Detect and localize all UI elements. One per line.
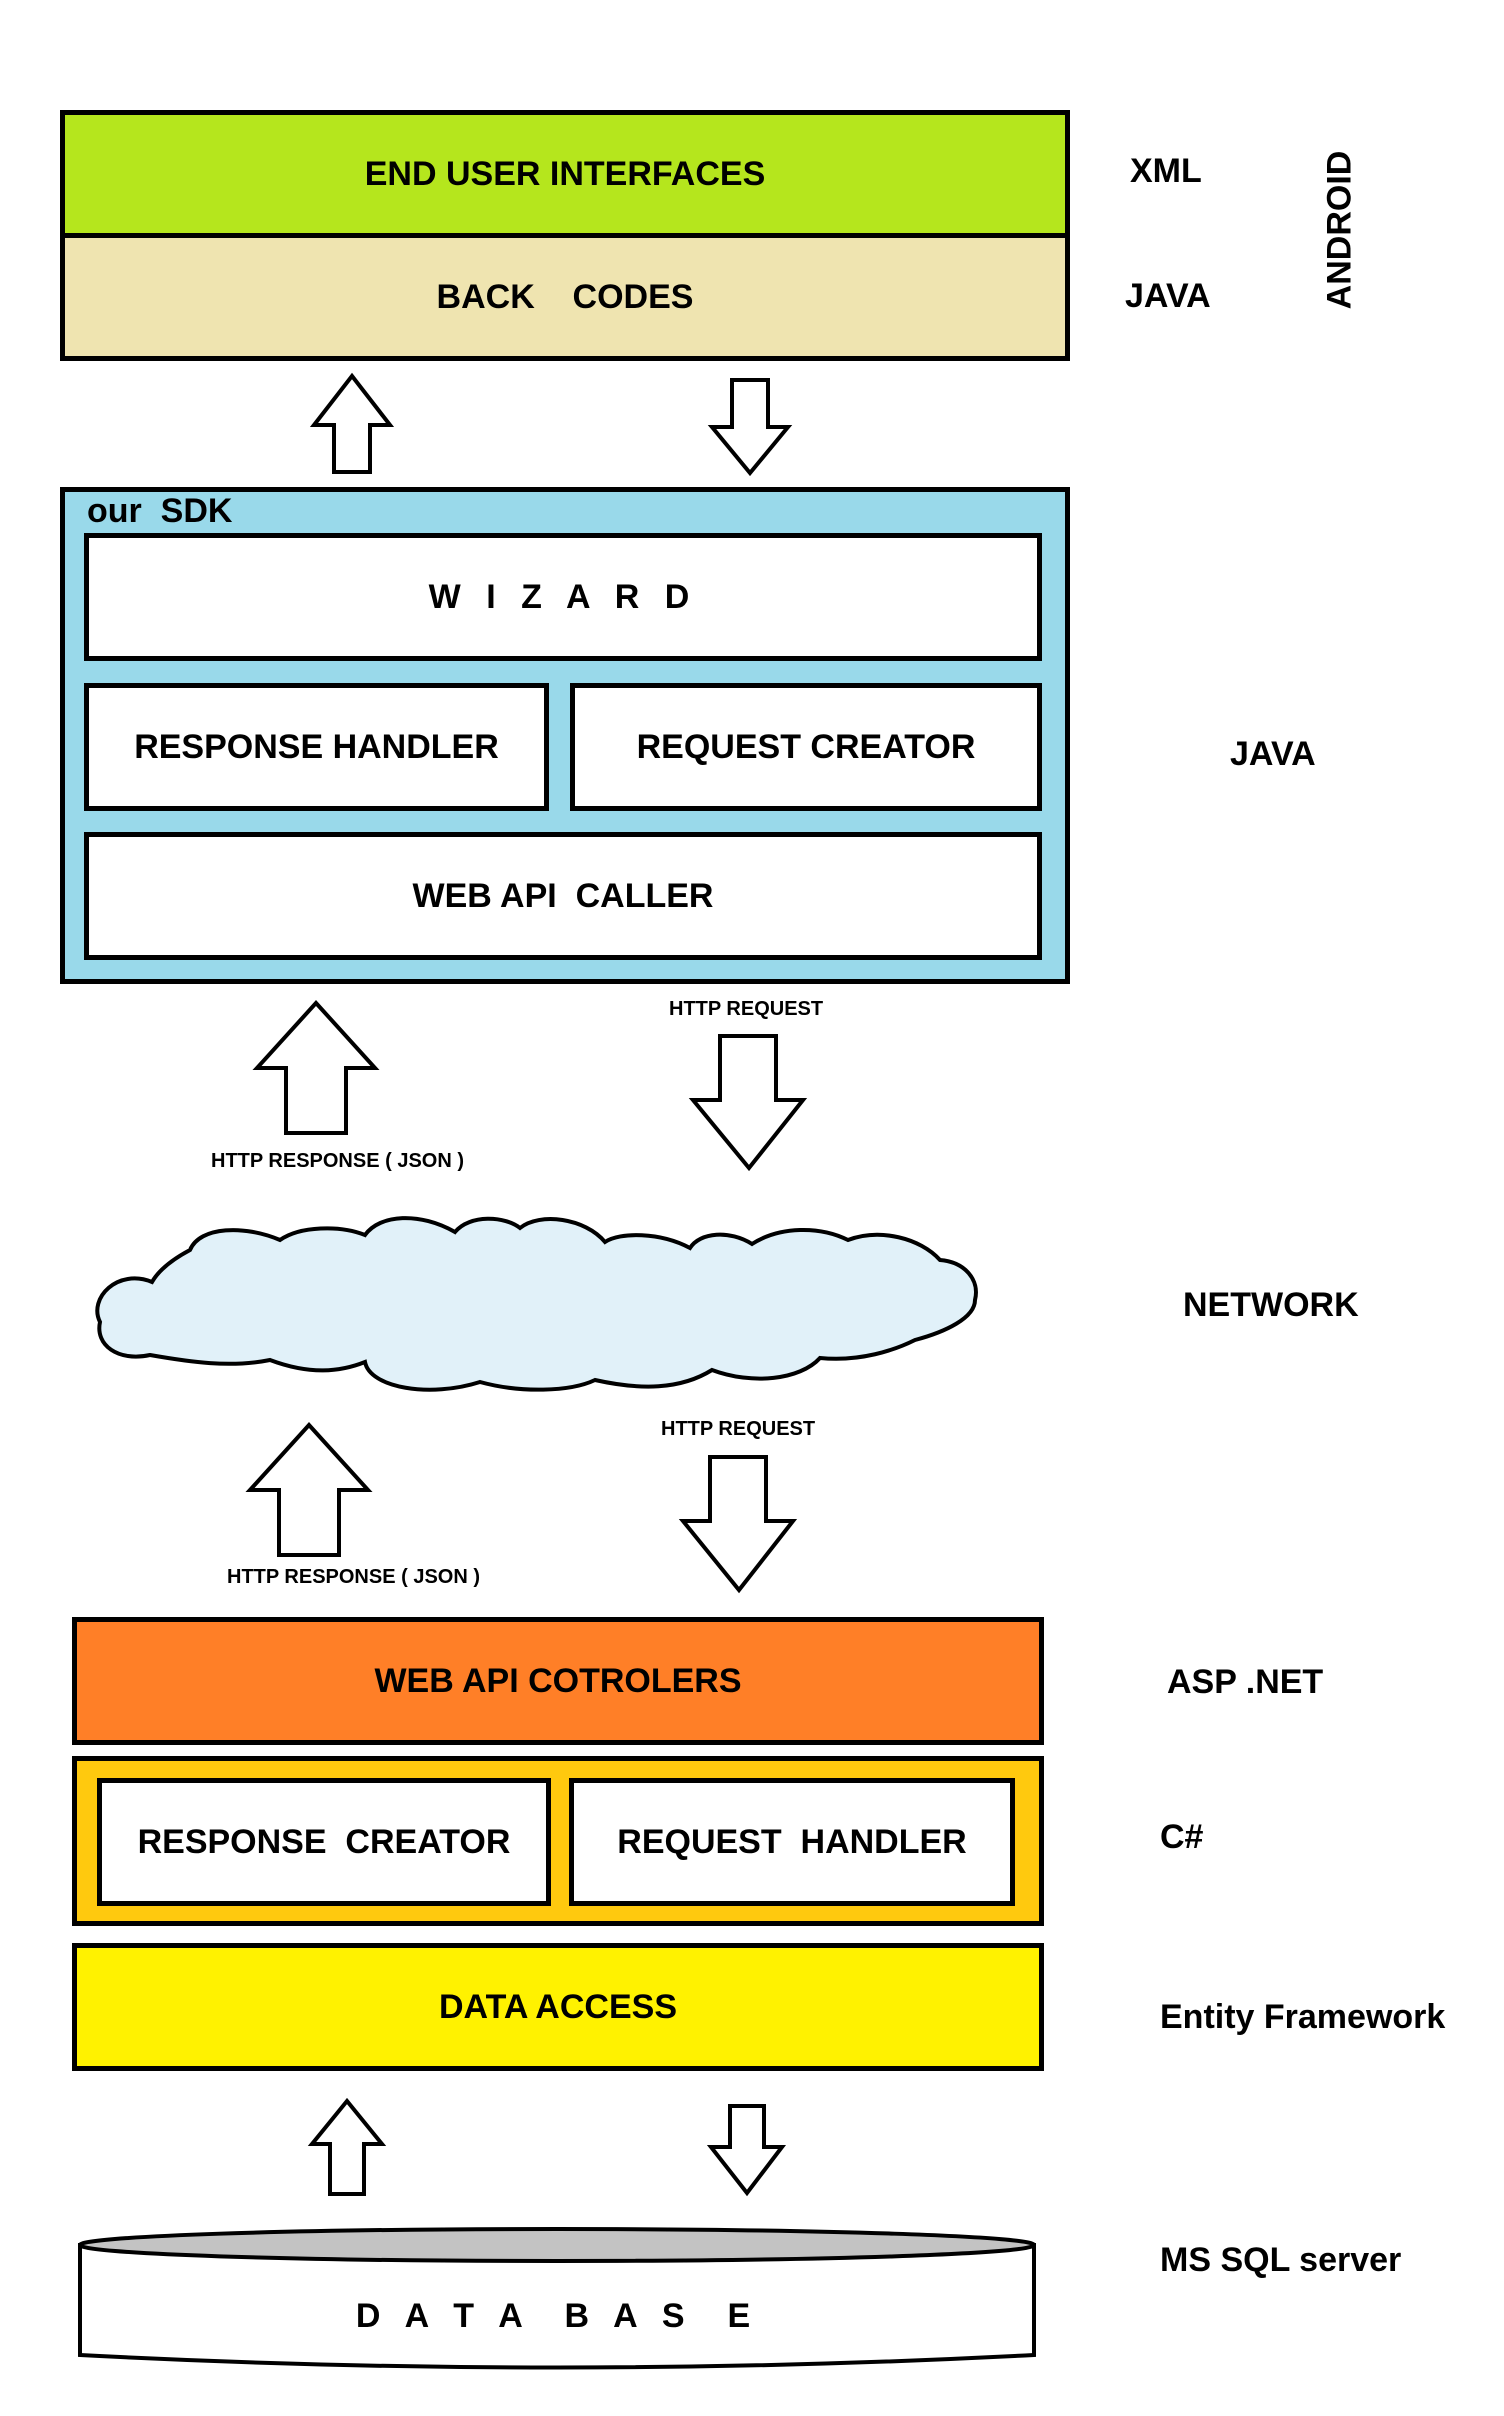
end-user-interfaces-layer: END USER INTERFACES	[60, 110, 1070, 238]
ms-sql-label: MS SQL server	[1160, 2241, 1402, 2279]
back-codes-layer: BACK CODES	[60, 233, 1070, 361]
database-icon	[78, 2243, 1036, 2370]
data-access-label: DATA ACCESS	[439, 1987, 677, 2026]
http-response-lower-label: HTTP RESPONSE ( JSON )	[227, 1566, 481, 1588]
android-label: ANDROID	[1320, 150, 1359, 310]
up-arrow-icon	[245, 1422, 373, 1557]
web-api-controllers-label: WEB API COTROLERS	[374, 1661, 742, 1700]
java-sdk-label: JAVA	[1230, 735, 1316, 773]
response-creator-box: RESPONSE CREATOR	[97, 1778, 551, 1906]
web-api-caller-label: WEB API CALLER	[412, 876, 714, 915]
down-arrow-icon	[678, 1455, 798, 1594]
request-creator-label: REQUEST CREATOR	[636, 727, 976, 766]
up-arrow-icon	[307, 2097, 387, 2196]
data-access-layer: DATA ACCESS	[72, 1943, 1044, 2071]
up-arrow-icon	[309, 372, 395, 474]
request-creator-box: REQUEST CREATOR	[570, 683, 1042, 811]
wizard-box: W I Z A R D	[84, 533, 1042, 661]
database-label: D A T A B A S E	[355, 2296, 759, 2335]
network-label: NETWORK	[1183, 1286, 1359, 1324]
web-api-caller-box: WEB API CALLER	[84, 832, 1042, 960]
database-label-wrap: D A T A B A S E	[80, 2288, 1034, 2344]
request-handler-label: REQUEST HANDLER	[617, 1822, 967, 1861]
down-arrow-icon	[688, 1034, 808, 1172]
csharp-label: C#	[1160, 1818, 1204, 1856]
up-arrow-icon	[252, 1000, 380, 1135]
entity-framework-label: Entity Framework	[1160, 1998, 1446, 2036]
http-response-upper-label: HTTP RESPONSE ( JSON )	[211, 1150, 465, 1172]
wizard-label: W I Z A R D	[428, 577, 698, 616]
java-top-label: JAVA	[1125, 277, 1211, 315]
request-handler-box: REQUEST HANDLER	[569, 1778, 1015, 1906]
http-request-lower-label: HTTP REQUEST	[661, 1418, 816, 1440]
xml-label: XML	[1130, 152, 1202, 190]
response-creator-label: RESPONSE CREATOR	[137, 1822, 511, 1861]
response-handler-label: RESPONSE HANDLER	[134, 727, 499, 766]
sdk-title: our SDK	[87, 492, 233, 530]
down-arrow-icon	[706, 2104, 787, 2197]
asp-net-label: ASP .NET	[1167, 1663, 1324, 1701]
web-api-controllers-layer: WEB API COTROLERS	[72, 1617, 1044, 1745]
http-request-upper-label: HTTP REQUEST	[669, 998, 824, 1020]
end-user-interfaces-label: END USER INTERFACES	[364, 154, 766, 193]
down-arrow-icon	[707, 378, 793, 477]
network-cloud-icon	[95, 1216, 978, 1392]
back-codes-label: BACK CODES	[436, 277, 694, 316]
response-handler-box: RESPONSE HANDLER	[84, 683, 549, 811]
